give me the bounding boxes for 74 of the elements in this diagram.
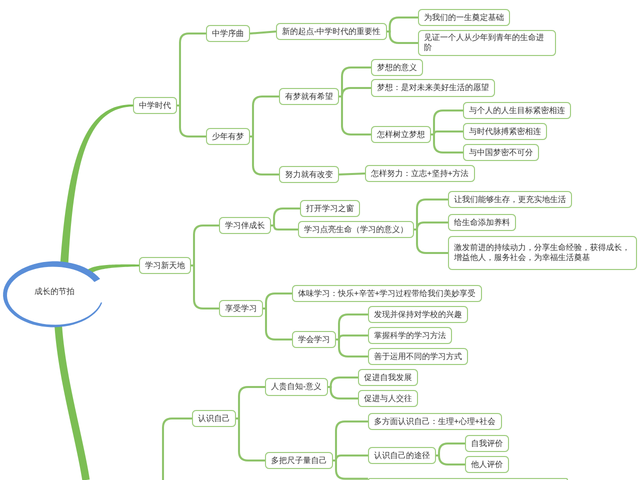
- topic-box: 中学时代: [133, 97, 177, 114]
- connector-line: [271, 224, 298, 230]
- topic-box: 促进自我发展: [358, 369, 418, 386]
- connector-line: [386, 16, 418, 32]
- connector-line: [338, 172, 366, 176]
- connector-line: [250, 136, 279, 176]
- connector-line: [386, 30, 418, 44]
- branch-line: [60, 104, 133, 265]
- connector-line: [271, 208, 300, 226]
- connector-line: [436, 454, 465, 466]
- branch-line: [54, 326, 90, 480]
- connector-line: [339, 96, 371, 136]
- topic-box: [368, 478, 568, 480]
- topic-box: 体味学习：快乐+辛苦+学习过程带给我们美妙享受: [292, 285, 482, 302]
- topic-box: 学会学习: [292, 331, 336, 348]
- connector-line: [336, 338, 368, 358]
- topic-box: 自我评价: [465, 435, 509, 452]
- topic-box: 给生命添加养料: [448, 214, 516, 231]
- topic-box: 多把尺子量自己: [265, 452, 333, 469]
- topic-box: 学习伴成长: [219, 217, 271, 234]
- connector-line: [333, 454, 368, 462]
- connector-line: [333, 420, 368, 462]
- topic-box: 他人评价: [465, 456, 509, 473]
- topic-box: 认识自己: [192, 410, 236, 427]
- topic-box: 享受学习: [219, 300, 263, 317]
- topic-box: 善于运用不同的学习方式: [368, 348, 468, 365]
- topic-box: 为我们的一生奠定基础: [418, 9, 510, 26]
- topic-box: 怎样努力：立志+坚持+方法: [365, 165, 475, 182]
- topic-box: 与个人的人生目标紧密相连: [463, 102, 571, 119]
- connector-line: [414, 228, 448, 254]
- connector-line: [339, 87, 371, 98]
- connector-line: [177, 104, 206, 138]
- topic-box: 梦想：是对未来美好生活的愿望: [371, 79, 495, 97]
- connector-line: [431, 134, 463, 154]
- connector-line: [328, 386, 358, 400]
- connector-line: [250, 96, 279, 138]
- topic-box: 梦想的意义: [371, 59, 423, 76]
- topic-box: 努力就有改变: [279, 166, 339, 183]
- connector-line: [236, 386, 265, 420]
- connector-line: [263, 308, 292, 340]
- topic-box: 发现并保持对学校的兴趣: [368, 306, 468, 323]
- connector-line: [177, 32, 206, 106]
- topic-box: 怎样树立梦想: [371, 126, 431, 143]
- topic-box: 让我们能够生存，更充实地生活: [448, 191, 572, 208]
- connector-line: [436, 442, 465, 456]
- connector-line: [191, 264, 219, 310]
- topic-box: 少年有梦: [206, 128, 250, 145]
- connector-line: [414, 222, 448, 230]
- connector-line: [162, 418, 192, 480]
- topic-box: 促进与人交往: [358, 390, 418, 407]
- connector-line: [263, 292, 292, 310]
- topic-box: 激发前进的持续动力，分享生命经验，获得成长，增益他人，服务社会，为幸福生活奠基: [448, 236, 637, 270]
- topic-box: 学习新天地: [139, 257, 191, 274]
- topic-box: 学习点亮生命（学习的意义）: [298, 221, 414, 238]
- topic-box: 认识自己的途径: [368, 447, 436, 464]
- connector-line: [336, 314, 368, 340]
- topic-box: 中学序曲: [206, 25, 250, 42]
- connector-line: [250, 30, 276, 34]
- topic-box: 掌握科学的学习方法: [368, 327, 452, 344]
- connector-line: [431, 110, 463, 136]
- connector-line: [236, 418, 265, 462]
- topic-box: 见证一个人从少年到青年的生命进阶: [418, 30, 556, 56]
- topic-box: 与时代脉搏紧密相连: [463, 123, 547, 140]
- connector-line: [333, 460, 368, 480]
- connector-line: [191, 224, 219, 266]
- topic-box: 人贵自知-意义: [265, 378, 328, 396]
- connector-line: [336, 334, 368, 340]
- topic-box: 新的起点-中学时代的重要性: [276, 23, 387, 40]
- topic-box: 与中国梦密不可分: [463, 144, 539, 161]
- topic-box: 打开学习之窗: [300, 200, 360, 217]
- topic-box: 多方面认识自己：生理+心理+社会: [368, 413, 502, 430]
- connector-line: [431, 130, 463, 136]
- connector-line: [328, 376, 358, 388]
- topic-box: 有梦就有希望: [279, 88, 339, 105]
